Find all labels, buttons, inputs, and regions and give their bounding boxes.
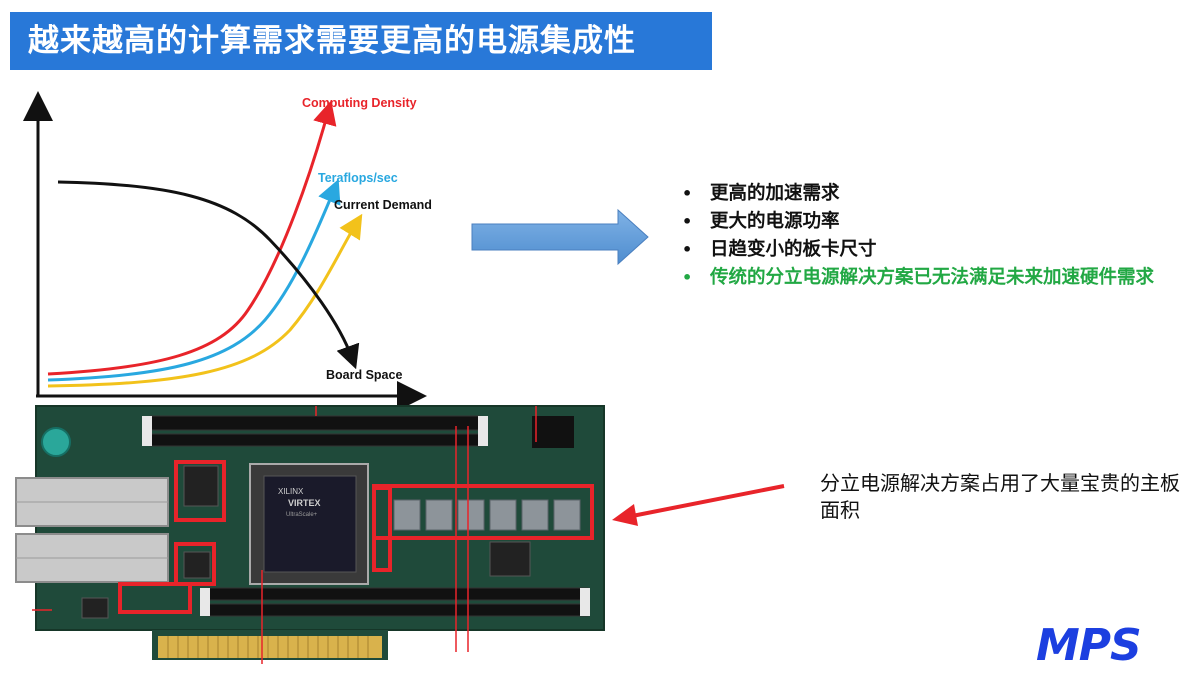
bullet-text: 传统的分立电源解决方案已无法满足未来加速硬件需求 [710,267,1155,288]
left-arrow-icon [612,484,785,526]
current-demand-label: Current Demand [334,198,432,212]
board-annotation: 分立电源解决方案占用了大量宝贵的主板面积 [820,471,1180,522]
bullet-item: • 更大的电源功率 [680,208,1160,236]
chip-series-label: UltraScale+ [286,512,318,518]
memory-slot-top [149,415,481,447]
bullet-text: 更高的加速需求 [710,183,840,204]
teraflops-curve [47,178,341,382]
bullet-dot: • [682,268,693,287]
title-bar: 越来越高的计算需求需要更高的电源集成性 [10,12,712,70]
highlight-box [118,460,594,614]
teraflops-label: Teraflops/sec [318,171,398,185]
computing-density-curve [47,100,337,376]
bullet-list: • 更高的加速需求 • 更大的电源功率 • 日趋变小的板卡尺寸 • 传统的分立电源解决方… [680,180,1160,292]
right-arrow-icon [471,208,649,266]
logo-text: MPS [1036,620,1141,666]
fpga-chip: XILINX VIRTEX UltraScale+ [249,463,369,585]
computing-density-label: Computing Density [302,96,417,110]
bullet-item: • 更高的加速需求 [680,180,1160,208]
bullet-text: 更大的电源功率 [710,211,840,232]
mps-logo: MPS [1036,620,1142,666]
bullet-item: • 日趋变小的板卡尺寸 [680,236,1160,264]
bullet-dot: • [682,212,693,231]
bullet-text: 日趋变小的板卡尺寸 [710,239,877,260]
bullet-dot: • [682,184,693,203]
board-illustration: XILINX VIRTEX UltraScale+ [15,405,605,664]
inductor-row [393,499,581,531]
sfp-cage [15,477,169,583]
slide-title: 越来越高的计算需求需要更高的电源集成性 [28,23,636,59]
current-demand-curve [47,213,363,388]
board-space-curve [57,180,360,370]
power-connector [532,416,574,448]
bullet-dot: • [682,240,693,259]
chip-family-label: VIRTEX [288,498,321,508]
gold-fingers [158,636,382,658]
trend-diagram: Computing Density Teraflops/sec Current … [23,91,432,410]
board-space-label: Board Space [326,368,402,382]
capacitor [41,427,71,457]
chip-vendor-label: XILINX [278,487,304,496]
bullet-item-highlight: • 传统的分立电源解决方案已无法满足未来加速硬件需求 [680,264,1160,292]
